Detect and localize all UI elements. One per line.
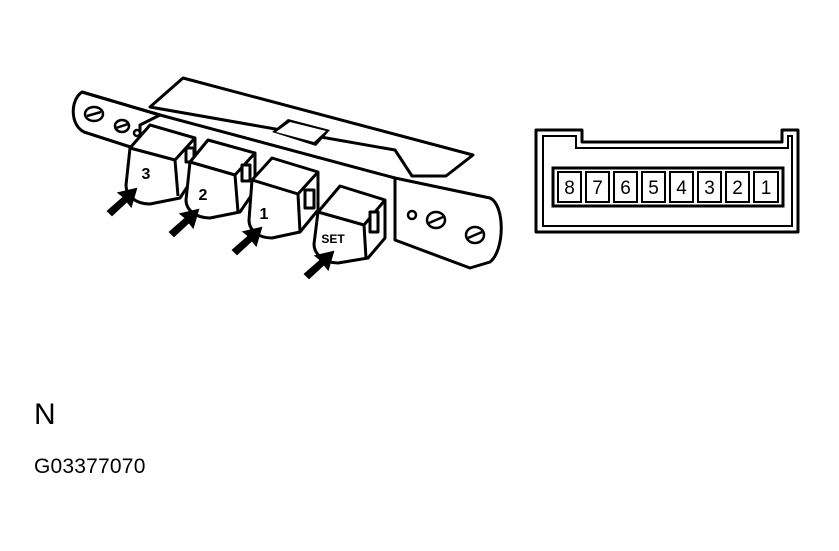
bracket-holes xyxy=(83,105,486,245)
button-1-label: 1 xyxy=(260,206,269,223)
pin-label: 1 xyxy=(761,178,772,199)
press-arrow-icon xyxy=(168,208,200,238)
pin-label: 7 xyxy=(592,178,603,199)
press-arrow-icon xyxy=(303,250,335,280)
pin-label: 8 xyxy=(564,178,575,199)
set-button[interactable] xyxy=(312,184,387,265)
press-arrow-icon xyxy=(231,226,263,256)
button-3-label: 3 xyxy=(142,166,151,183)
pin-label: 4 xyxy=(676,178,687,199)
press-arrows xyxy=(106,187,335,280)
switch-assembly xyxy=(71,76,503,270)
button-2-label: 2 xyxy=(199,187,208,204)
pin-label: 3 xyxy=(704,178,715,199)
connector-inner-shell xyxy=(542,135,793,227)
preset-button-1[interactable] xyxy=(247,156,320,240)
pin-label: 6 xyxy=(620,178,631,199)
connector: 8 7 6 5 4 3 2 1 xyxy=(534,128,800,234)
pin-label: 5 xyxy=(648,178,659,199)
pin-label: 2 xyxy=(732,178,743,199)
figure-code: G03377070 xyxy=(34,455,146,478)
connector-pin-cells xyxy=(557,171,779,203)
view-letter: N xyxy=(34,398,56,431)
press-arrow-icon xyxy=(106,187,138,217)
set-button-label: SET xyxy=(321,232,345,246)
